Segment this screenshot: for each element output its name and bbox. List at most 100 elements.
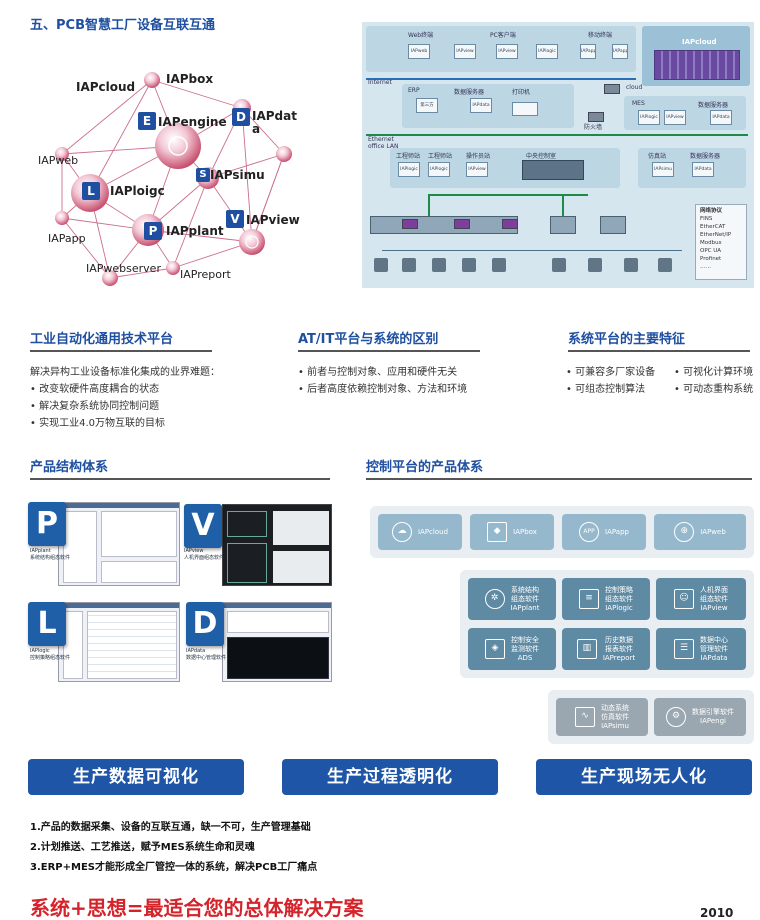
product-structure-title: 产品结构体系 — [30, 460, 109, 475]
product-card-d: D — [186, 602, 224, 646]
badge-l: L — [82, 182, 100, 200]
product-card-l: L — [28, 602, 66, 646]
label-web-terminal: Web终端 — [408, 32, 434, 39]
protocol-title: 网络协议 — [700, 208, 723, 214]
mes-monitor-2: IAPview — [664, 110, 686, 125]
monitor-top-3: IAPview — [496, 44, 518, 59]
printer-icon — [512, 102, 538, 116]
label-data-server: 数据服务器 — [454, 89, 485, 96]
cap-label: 动态系统 仿真软件 IAPsimu — [601, 703, 629, 730]
divider — [366, 478, 752, 480]
cap-iapview: ☺ 人机界面 组态软件 IAPview — [656, 578, 746, 620]
plc-rack-2 — [550, 216, 576, 234]
corner-number: 2010 — [700, 906, 734, 920]
cap-iapcloud: ☁ IAPcloud — [378, 514, 462, 550]
gear-circle-icon: ✲ — [484, 589, 505, 609]
field-device-1 — [374, 258, 388, 272]
note-2: 2.计划推送、工艺推送，赋予MES系统生命和灵魂 — [30, 842, 255, 853]
label-iapcloud: IAPcloud — [682, 38, 717, 46]
label-firewall: 防火墙 — [584, 124, 603, 131]
label-printer: 打印机 — [512, 89, 531, 96]
cap-iapapp: APP IAPapp — [562, 514, 646, 550]
product-card-v: V — [184, 504, 222, 548]
mes-monitor-1: IAPlogic — [638, 110, 660, 125]
divider — [298, 350, 480, 352]
label-mes: MES — [632, 100, 645, 107]
field-device-8 — [624, 258, 638, 272]
pill-data-visualization: 生产数据可视化 — [28, 759, 244, 795]
field-line — [382, 250, 682, 251]
screenshot-iapdata — [222, 602, 332, 682]
cap-label: 系统结构 组态软件 IAPplant — [510, 585, 540, 612]
badge-s: S — [196, 168, 210, 182]
protocol-item: EtherCAT — [700, 224, 726, 230]
node-iapreport: IAPreport — [180, 268, 231, 281]
note-1: 1.产品的数据采集、设备的互联互通，缺一不可，生产管理基础 — [30, 822, 311, 833]
feature-1-line-4: • 实现工业4.0万物互联的目标 — [30, 418, 165, 429]
badge-v: V — [226, 210, 244, 228]
protocol-item: Profinet — [700, 256, 722, 262]
product-desc-iapview: 人机界面组态软件 — [184, 555, 225, 561]
station-monitor-2: IAPlogic — [428, 162, 450, 177]
node-iapwebserver: IAPwebserver — [86, 262, 161, 275]
protocol-item: Modbus — [700, 240, 722, 246]
cap-label: 历史数据 报表软件 IAPreport — [602, 635, 636, 662]
divider — [568, 350, 750, 352]
cap-label: 数据引擎软件 IAPengi — [692, 708, 734, 725]
product-name-iapdata: IAPdata — [186, 648, 206, 654]
monitor-top-4: IAPlogic — [536, 44, 558, 59]
label-data-server2: 数据服务器 — [698, 102, 729, 109]
field-device-9 — [658, 258, 672, 272]
feature-2-line-2: • 后者高度依赖控制对象、方法和环境 — [298, 384, 468, 395]
mes-monitor-3: IAPdata — [710, 110, 732, 125]
feature-1-line-1: 解决异构工业设备标准化集成的业界难题： — [30, 367, 220, 378]
label-eng-station1: 工程师站 — [396, 153, 421, 160]
product-desc-iapdata: 数据中心管理软件 — [186, 655, 227, 661]
node-iapview: IAPview — [246, 213, 300, 227]
label-mobile-terminal: 移动终端 — [588, 32, 613, 39]
box-icon: ◆ — [487, 522, 508, 542]
field-device-6 — [552, 258, 566, 272]
divider — [30, 478, 330, 480]
field-device-2 — [402, 258, 416, 272]
sliders-icon: ≡ — [579, 589, 599, 609]
plc-rack-3 — [600, 216, 626, 234]
node-iaplogic: IAPloigc — [110, 184, 165, 198]
control-platform-title: 控制平台的产品体系 — [366, 460, 484, 475]
monitor-top-6: IAPapp — [612, 44, 628, 59]
field-device-7 — [588, 258, 602, 272]
bus-coupler-3 — [502, 219, 518, 229]
database-icon: ☰ — [674, 639, 694, 659]
product-network-graph: IAPbox IAPcloud E IAPengine D IAPdat a I… — [30, 68, 320, 290]
cap-label: 控制策略 组态软件 IAPlogic — [605, 585, 633, 612]
feature-3-line-4: • 可动态重构系统 — [674, 384, 754, 395]
label-sim-station: 仿真站 — [648, 153, 667, 160]
station-monitor-1: IAPlogic — [398, 162, 420, 177]
label-cloud-small: cloud — [626, 84, 643, 91]
node-iapsimu: IAPsimu — [210, 168, 265, 182]
globe-icon: ⊕ — [674, 522, 695, 542]
switch-1 — [604, 84, 620, 94]
page-heading: 五、PCB智慧工厂设备互联互通 — [30, 18, 215, 33]
badge-d: D — [232, 108, 250, 126]
label-pc-client: PC客户端 — [490, 32, 516, 39]
note-3: 3.ERP+MES才能形成全厂管控一体的系统，解决PCB工厂痛点 — [30, 862, 318, 873]
feature-1-line-2: • 改变软硬件高度耦合的状态 — [30, 384, 160, 395]
wave-icon: ∿ — [575, 707, 595, 727]
cap-iapreport: ▥ 历史数据 报表软件 IAPreport — [562, 628, 650, 670]
monitor-third-party: 第三方 — [416, 98, 438, 113]
cap-label: 数据中心 管理软件 IAPdata — [700, 635, 728, 662]
node-iapcloud: IAPcloud — [76, 80, 136, 94]
product-name-iapview: IAPview — [184, 548, 204, 554]
bus-drop-1 — [428, 194, 430, 216]
label-central-control: 中央控制室 — [526, 153, 557, 160]
office-lan-line — [366, 134, 748, 136]
label-data-server3: 数据服务器 — [690, 153, 721, 160]
cap-ads: ◈ 控制安全 监测软件 ADS — [468, 628, 556, 670]
product-desc-iaplogic: 控制策略组态软件 — [30, 655, 71, 661]
feature-2-line-1: • 前者与控制对象、应用和硬件无关 — [298, 367, 458, 378]
switch-2 — [588, 112, 604, 122]
protocol-item: OPC UA — [700, 248, 722, 254]
cap-label: IAPapp — [605, 527, 629, 536]
cap-iapplant: ✲ 系统结构 组态软件 IAPplant — [468, 578, 556, 620]
